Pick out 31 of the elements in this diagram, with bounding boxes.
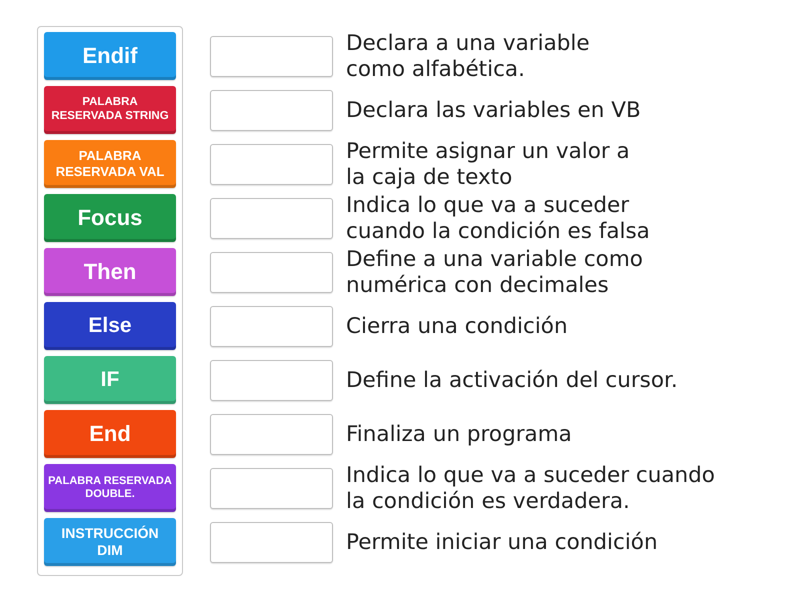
word-tile: INSTRUCCIÓN DIM <box>44 518 176 566</box>
answer-box <box>210 36 333 77</box>
definition-text: Indica lo que va a suceder cuando la condición es verdadera. <box>346 462 716 514</box>
definition-text: Finaliza un programa <box>346 422 572 448</box>
answer-box <box>210 414 333 455</box>
answer-box <box>210 252 333 293</box>
definition-text: Cierra una condición <box>346 314 568 340</box>
word-tile: Then <box>44 248 176 296</box>
word-tile: PALABRA RESERVADA STRING <box>44 86 176 134</box>
answer-box <box>210 306 333 347</box>
definition-text: Permite asignar un valor a la caja de texto <box>346 138 631 190</box>
answer-box <box>210 144 333 185</box>
definition-text: Declara las variables en VB <box>346 98 641 124</box>
word-tile: Focus <box>44 194 176 242</box>
definition-text: Indica lo que va a suceder cuando la condición es falsa <box>346 192 651 244</box>
tile-panel <box>37 26 183 576</box>
word-tile: Endif <box>44 32 176 80</box>
word-tile: PALABRA RESERVADA VAL <box>44 140 176 188</box>
answer-box <box>210 90 333 131</box>
answer-box <box>210 198 333 239</box>
word-tile: PALABRA RESERVADA DOUBLE. <box>44 464 176 512</box>
definition-text: Permite iniciar una condición <box>346 530 658 556</box>
definition-text: Define a una variable como numérica con decimales <box>346 246 644 298</box>
word-tile: Else <box>44 302 176 350</box>
answer-box <box>210 468 333 509</box>
definition-text: Declara a una variable como alfabética. <box>346 30 591 82</box>
answer-box <box>210 522 333 563</box>
word-tile: IF <box>44 356 176 404</box>
answer-box <box>210 360 333 401</box>
definition-text: Define la activación del cursor. <box>346 368 678 394</box>
word-tile: End <box>44 410 176 458</box>
